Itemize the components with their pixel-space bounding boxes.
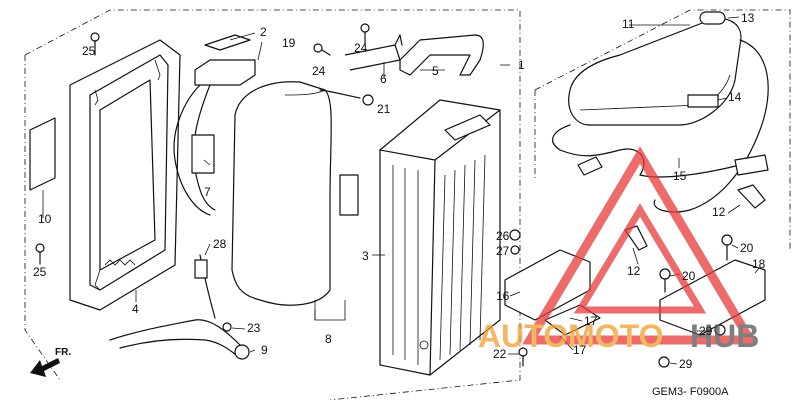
cover-label — [339, 174, 359, 216]
caution-label — [29, 117, 56, 191]
callout-13: 13 — [741, 11, 755, 25]
bracket-18 — [659, 259, 766, 336]
battery-cable-a — [109, 319, 241, 346]
fuse-pad — [191, 134, 215, 174]
charger-cord-loop — [639, 164, 741, 178]
bolt-20-left — [659, 268, 671, 293]
callout-29-upper: 29 — [699, 324, 713, 338]
battery — [379, 99, 501, 376]
screw-23 — [222, 322, 232, 332]
callout-5: 5 — [432, 64, 439, 78]
callout-12-right: 12 — [712, 205, 726, 219]
callout-20-left: 20 — [682, 269, 696, 283]
watermark-inner-triangle — [573, 203, 707, 314]
front-arrow-icon — [30, 358, 60, 377]
grommet-9 — [234, 344, 250, 360]
stay-hook — [394, 34, 403, 46]
callout-8: 8 — [325, 332, 332, 346]
callout-3: 3 — [362, 249, 369, 263]
watermark-text-automoto: AUTOMOTO — [478, 318, 663, 354]
callout-28: 28 — [213, 237, 227, 251]
callout-16: 16 — [496, 289, 510, 303]
main-group-outline — [24, 9, 521, 400]
nut-26 — [509, 229, 521, 241]
nut-29-upper — [714, 324, 726, 336]
harness-wire-a — [173, 84, 211, 216]
battery-cover — [231, 81, 332, 306]
charger — [568, 11, 742, 126]
callout-15: 15 — [673, 169, 687, 183]
charger-cap — [699, 11, 726, 25]
callout-25-bottom: 25 — [33, 265, 47, 279]
callout-2: 2 — [260, 25, 267, 39]
callout-11: 11 — [622, 17, 635, 31]
leader-lines — [42, 16, 760, 365]
callout-7: 7 — [204, 185, 211, 199]
callout-21: 21 — [377, 102, 391, 116]
cover-cable — [319, 89, 361, 99]
front-label: FR. — [55, 347, 71, 358]
connector-28 — [194, 259, 208, 279]
front-direction-indicator: FR. — [30, 347, 71, 377]
callout-12-left: 12 — [627, 264, 641, 278]
callout-26: 26 — [496, 229, 510, 243]
bolt-20-right — [721, 234, 733, 261]
callout-labels: 2 19 1 5 6 24 24 21 25 25 10 7 28 4 3 8 … — [33, 11, 766, 371]
callout-17-upper: 17 — [584, 314, 598, 328]
watermark-text-hub: HUB — [690, 318, 759, 354]
callout-27: 27 — [496, 244, 510, 258]
callout-22: 22 — [493, 347, 507, 361]
callout-18: 18 — [752, 257, 766, 271]
diagram-code: GEM3- F0900A — [652, 386, 729, 398]
washer-27 — [510, 245, 520, 255]
battery-handle — [399, 34, 484, 76]
callout-24-left: 24 — [312, 64, 326, 78]
clip-12-right — [737, 184, 766, 209]
nut-29-lower — [658, 356, 670, 368]
callout-6: 6 — [380, 72, 387, 86]
screw-bottom — [35, 243, 45, 265]
callout-17-lower: 17 — [573, 343, 587, 357]
callout-1: 1 — [518, 58, 525, 72]
battery-case — [69, 39, 181, 311]
battery-stay — [344, 44, 401, 71]
charger-group-outline — [534, 9, 791, 250]
callout-9: 9 — [261, 343, 268, 357]
bolt-22 — [518, 347, 528, 367]
callout-25-top: 25 — [82, 44, 96, 58]
callout-29-lower: 29 — [679, 357, 693, 371]
screw-top — [90, 32, 100, 56]
callout-20-right: 20 — [740, 241, 754, 255]
callout-4: 4 — [132, 302, 139, 316]
watermark: AUTOMOTO HUB — [478, 146, 759, 354]
bolt-24-left — [313, 43, 331, 56]
watermark-triangle — [522, 146, 758, 345]
dc-plug — [734, 154, 769, 176]
callout-10: 10 — [38, 212, 52, 226]
callout-24-top: 24 — [354, 41, 368, 55]
callout-23: 23 — [247, 321, 261, 335]
charger-label — [687, 94, 719, 108]
callout-19: 19 — [282, 36, 296, 50]
bolt-24-top — [360, 23, 370, 46]
callout-14: 14 — [728, 90, 742, 104]
bolt-21 — [362, 94, 374, 106]
battery-cable-b — [119, 338, 241, 359]
fuse-box — [194, 34, 256, 86]
ac-plug — [577, 156, 603, 176]
